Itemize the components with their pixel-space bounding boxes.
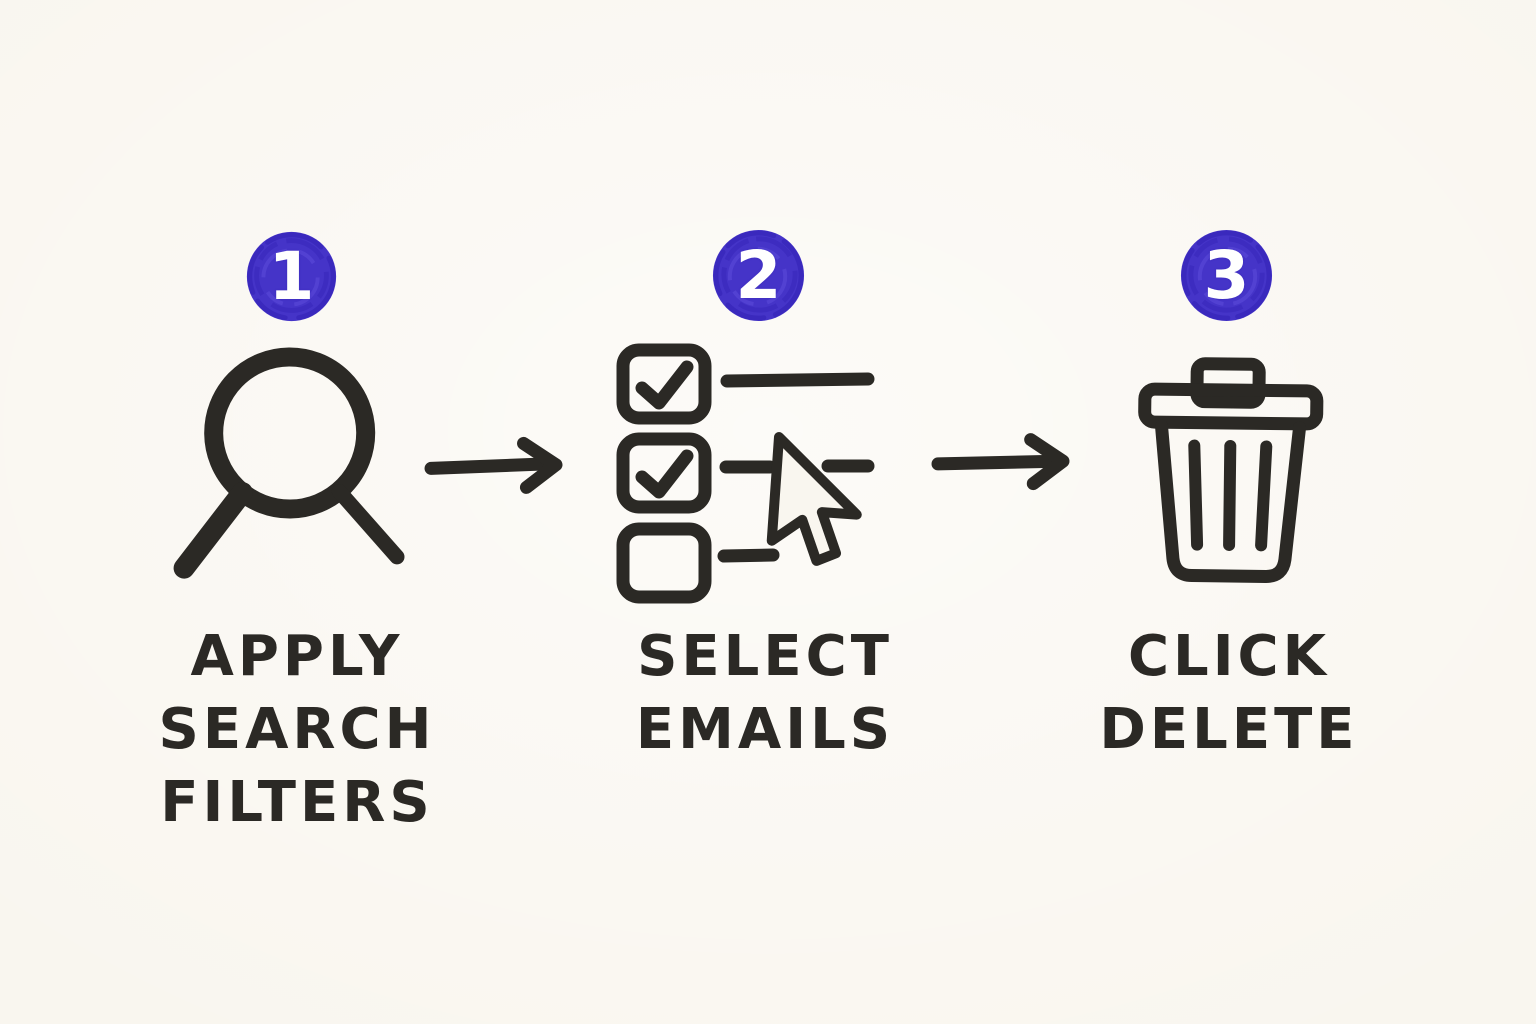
step-1-label: APPLY SEARCH FILTERS	[117, 620, 477, 839]
label-line: EMAILS	[635, 697, 895, 762]
scribble-circle	[246, 231, 337, 322]
magnifier-search-icon	[169, 344, 411, 582]
label-line: DELETE	[1099, 697, 1359, 762]
lens-circle	[204, 347, 376, 519]
arrow-shaft	[424, 457, 550, 475]
label-line: SELECT	[637, 624, 893, 689]
checkbox-1	[616, 343, 712, 425]
checkmark-1	[635, 360, 694, 410]
right-handle	[331, 483, 405, 565]
checkbox-3-empty	[616, 522, 712, 604]
arrow-head	[517, 436, 563, 494]
step-3-label: CLICK DELETE	[1049, 620, 1409, 766]
trash-rib-2	[1223, 440, 1237, 551]
list-line-1	[720, 372, 875, 388]
cursor-pointer	[766, 432, 862, 566]
step-2-number-badge: 2	[709, 226, 808, 325]
trash-body	[1155, 419, 1307, 583]
trash-rib-3	[1255, 440, 1273, 552]
arrow-shaft	[931, 454, 1057, 471]
scribble-circle	[712, 229, 805, 322]
trash-handle	[1190, 357, 1266, 409]
label-line: CLICK	[1127, 624, 1331, 689]
step-number: 2	[735, 236, 782, 314]
list-line-3	[717, 548, 780, 563]
right-arrow-icon	[930, 431, 1079, 493]
step-2-label: SELECT EMAILS	[585, 620, 945, 766]
checklist-with-cursor-icon	[615, 343, 885, 605]
scribble-circle	[1180, 229, 1273, 322]
arrow-head	[1024, 433, 1070, 491]
step-number: 3	[1203, 236, 1250, 314]
checkmark-2	[635, 449, 694, 499]
label-line: SEARCH	[158, 697, 436, 762]
label-line: FILTERS	[160, 770, 434, 835]
right-arrow-icon	[422, 434, 571, 497]
checkbox-2	[616, 432, 712, 514]
step-number: 1	[268, 237, 315, 315]
trash-can-icon	[1129, 349, 1332, 591]
step-3-number-badge: 3	[1177, 226, 1276, 325]
left-handle	[173, 482, 253, 579]
label-line: APPLY	[190, 624, 404, 689]
trash-rib-1	[1188, 439, 1204, 551]
trash-lid	[1138, 382, 1324, 431]
step-1-number-badge: 1	[243, 228, 340, 325]
